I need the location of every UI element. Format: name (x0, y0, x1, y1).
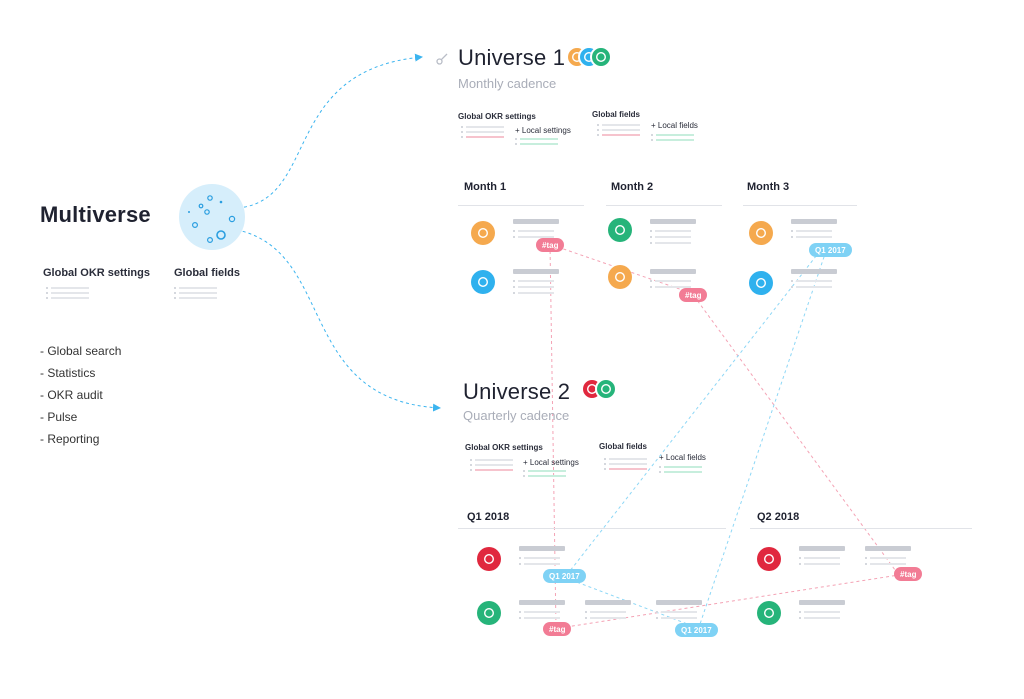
column-month-2: Month 2 (611, 181, 654, 193)
avatar (471, 270, 495, 294)
tag-pill[interactable]: #tag (536, 238, 565, 252)
universe1-avatar-group (566, 46, 618, 70)
okr-card (585, 600, 631, 619)
avatar (608, 218, 632, 242)
okr-card (656, 600, 702, 619)
universe2-avatar-group (581, 378, 621, 402)
avatar (595, 378, 617, 400)
column-q2-2018: Q2 2018 (757, 511, 800, 523)
feature-pulse: - Pulse (40, 410, 78, 424)
column-divider (743, 205, 857, 206)
column-divider (750, 528, 972, 529)
face-icon (763, 607, 775, 619)
column-divider (458, 205, 584, 206)
okr-card (791, 269, 837, 288)
multiverse-okr-settings-lines (46, 287, 94, 299)
okr-card (519, 546, 565, 565)
face-icon (763, 553, 775, 565)
multiverse-fields-lines (174, 287, 222, 299)
universe1-fields-lines (597, 124, 640, 136)
universe2-local-settings-lines (523, 470, 566, 477)
okr-card (513, 219, 559, 238)
face-icon (477, 276, 489, 288)
universe1-local-settings-label: + Local settings (515, 126, 571, 135)
universe1-global-okr-settings-label: Global OKR settings (458, 112, 536, 121)
column-divider (458, 528, 726, 529)
okr-card (865, 546, 911, 565)
face-icon (755, 227, 767, 239)
multiverse-feature-list: - Global search - Statistics - OKR audit… (40, 340, 121, 450)
multiverse-global-okr-settings-label: Global OKR settings (43, 267, 150, 279)
universe1-local-fields-lines (651, 134, 694, 141)
tag-pill[interactable]: #tag (894, 567, 923, 581)
universe1-okr-settings-lines (461, 126, 504, 138)
avatar (477, 547, 501, 571)
universe2-cadence: Quarterly cadence (463, 408, 570, 423)
universe1-local-settings-lines (515, 138, 558, 145)
okr-card (650, 219, 696, 244)
multiverse-title: Multiverse (40, 202, 151, 227)
universe2-local-fields-label: + Local fields (659, 453, 706, 462)
avatar (477, 601, 501, 625)
face-icon (483, 607, 495, 619)
universe2-global-okr-settings-label: Global OKR settings (465, 443, 543, 452)
globe-dots-icon (188, 195, 236, 243)
feature-reporting: - Reporting (40, 432, 100, 446)
avatar (749, 221, 773, 245)
quarter-pill[interactable]: Q1 2017 (809, 243, 852, 257)
avatar (471, 221, 495, 245)
universe2-local-settings-label: + Local settings (523, 458, 579, 467)
okr-card (791, 219, 837, 238)
column-q1-2018: Q1 2018 (467, 511, 510, 523)
tag-pill[interactable]: #tag (543, 622, 572, 636)
face-icon (595, 51, 607, 63)
arrow-to-universe1 (237, 53, 423, 209)
okr-card (650, 269, 696, 288)
feature-okr-audit: - OKR audit (40, 388, 103, 402)
universe1-local-fields-label: + Local fields (651, 121, 698, 130)
universe1-cadence: Monthly cadence (458, 76, 557, 91)
universe2-title: Universe 2 (463, 379, 571, 404)
face-icon (477, 227, 489, 239)
okr-card (799, 600, 845, 619)
column-month-1: Month 1 (464, 181, 507, 193)
feature-global-search: - Global search (40, 344, 122, 358)
avatar (590, 46, 612, 68)
avatar (608, 265, 632, 289)
okr-card (799, 546, 845, 565)
face-icon (600, 383, 612, 395)
face-icon (614, 224, 626, 236)
quarter-pill[interactable]: Q1 2017 (675, 623, 718, 637)
multiverse-global-fields-label: Global fields (174, 267, 241, 279)
quarter-pill[interactable]: Q1 2017 (543, 569, 586, 583)
face-icon (755, 277, 767, 289)
universe2-local-fields-lines (659, 466, 702, 473)
universe1-global-fields-label: Global fields (592, 110, 641, 119)
universe2-okr-settings-lines (470, 459, 513, 471)
column-divider (606, 205, 722, 206)
key-icon (436, 53, 448, 68)
tag-pill[interactable]: #tag (679, 288, 708, 302)
avatar (757, 547, 781, 571)
face-icon (614, 271, 626, 283)
column-month-3: Month 3 (747, 181, 790, 193)
universe1-title: Universe 1 (458, 45, 566, 70)
face-icon (483, 553, 495, 565)
arrow-to-universe2 (224, 227, 441, 412)
multiverse-globe (179, 184, 245, 250)
universe2-fields-lines (604, 458, 647, 470)
avatar (757, 601, 781, 625)
feature-statistics: - Statistics (40, 366, 96, 380)
avatar (749, 271, 773, 295)
okr-card (519, 600, 565, 619)
universe2-global-fields-label: Global fields (599, 442, 648, 451)
okr-card (513, 269, 559, 294)
